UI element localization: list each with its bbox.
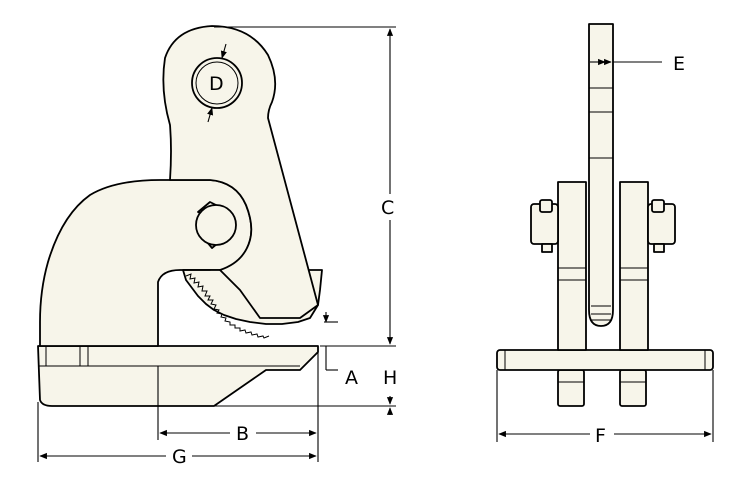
label-A: A (345, 367, 358, 389)
front-right-side-plate (619, 181, 649, 351)
front-view: E F (496, 23, 714, 447)
label-F: F (595, 425, 606, 447)
label-H: H (383, 367, 397, 389)
front-base-plate (496, 349, 714, 371)
label-G: G (172, 446, 187, 468)
front-left-side-plate (557, 181, 587, 351)
label-E: E (673, 53, 685, 75)
label-D: D (209, 73, 224, 95)
base-jaw (37, 345, 319, 407)
label-C: C (381, 197, 394, 219)
side-view: D C A H B G (37, 25, 397, 468)
shackle-hole (191, 57, 243, 109)
label-B: B (236, 423, 249, 445)
pivot-wing-nut (195, 201, 237, 249)
front-lifting-arm (588, 23, 614, 327)
